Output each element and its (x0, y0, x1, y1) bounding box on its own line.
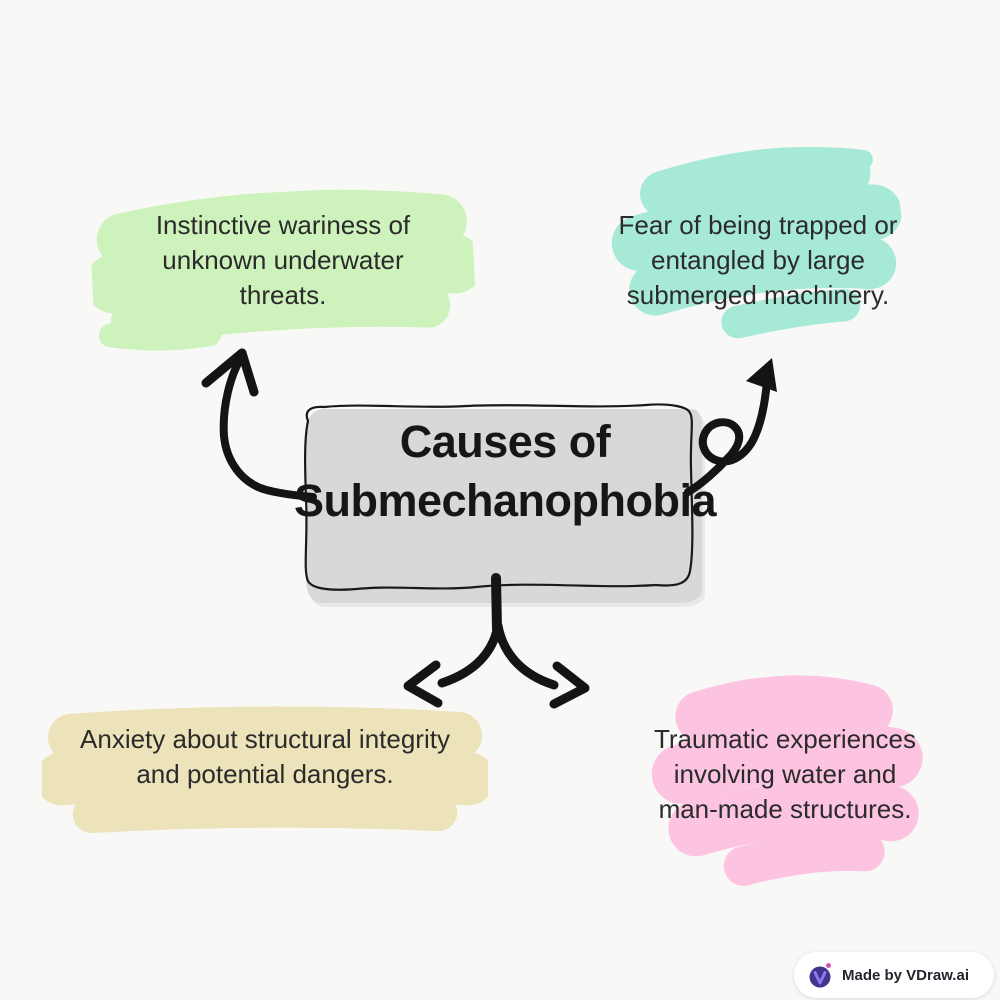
topic-title: Causes of Submechanophobia (270, 412, 740, 530)
center-topic-box-outline (304, 403, 694, 591)
topic-title-line: Causes of (399, 416, 611, 467)
cause-text-line: and potential dangers. (136, 759, 394, 789)
arrow-top-right (684, 358, 777, 496)
highlight-brush-pink (651, 675, 923, 886)
cause-text: Fear of being trapped or entangled by la… (612, 150, 904, 342)
topic-title-line: Submechanophobia (293, 475, 717, 526)
cause-text-line: Traumatic experiences (653, 724, 917, 754)
cause-node-top-right: Fear of being trapped or entangled by la… (611, 146, 904, 342)
cause-node-bottom-right: Traumatic experiences involving water an… (638, 675, 932, 886)
cause-text-line: entangled by large (651, 245, 865, 275)
highlight-brush-green (88, 189, 478, 351)
cause-text-line: Instinctive wariness of (155, 210, 411, 240)
highlight-brush-teal (611, 146, 902, 339)
arrow-top-left (201, 348, 317, 501)
cause-text-line: threats. (239, 280, 327, 310)
vdraw-badge[interactable]: Made by VDraw.ai (794, 952, 994, 998)
cause-text-line: submerged machinery. (626, 280, 890, 310)
arrow-bottom-split (403, 573, 590, 709)
cause-node-bottom-left: Anxiety about structural integrity and p… (42, 700, 488, 838)
highlight-brush-tan (42, 706, 488, 834)
cause-text: Instinctive wariness of unknown underwat… (92, 192, 474, 350)
cause-text-line: man-made structures. (658, 794, 912, 824)
cause-text-line: Anxiety about structural integrity (80, 724, 450, 754)
cause-text: Traumatic experiences involving water an… (638, 676, 932, 884)
cause-text-line: involving water and (673, 759, 897, 789)
cause-text-line: Fear of being trapped or (618, 210, 898, 240)
badge-label: Made by VDraw.ai (842, 966, 969, 984)
cause-text-line: unknown underwater (162, 245, 404, 275)
vdraw-logo-icon (809, 962, 831, 987)
cause-node-top-left: Instinctive wariness of unknown underwat… (88, 189, 478, 351)
center-topic-box (306, 409, 702, 603)
cause-text: Anxiety about structural integrity and p… (42, 700, 488, 838)
